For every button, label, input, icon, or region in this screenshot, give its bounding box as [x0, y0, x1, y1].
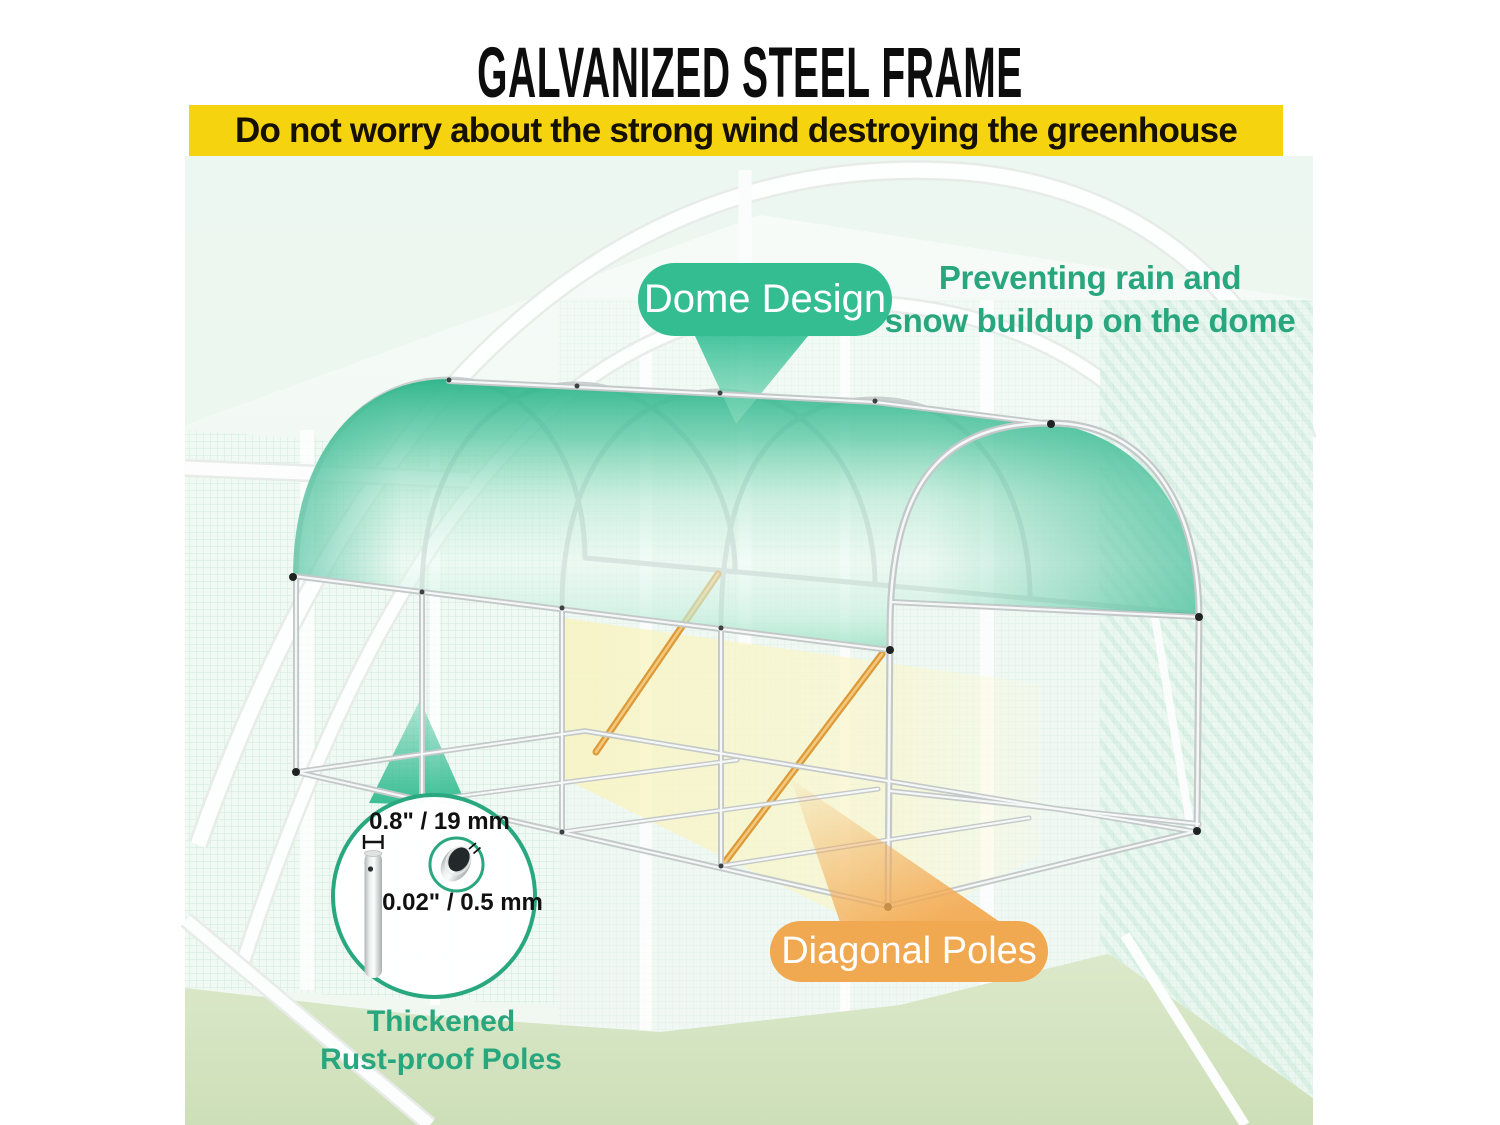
- dome-design-pill: Dome Design: [638, 263, 892, 336]
- thickened-poles-line1: Thickened: [366, 1005, 516, 1038]
- dome-pointer-triangle: [695, 336, 808, 424]
- dome-canopy: [292, 379, 1200, 651]
- wall-thickness-marker: [468, 842, 482, 855]
- page-title: GALVANIZED STEEL FRAME: [477, 34, 1023, 113]
- rain-note-line1: Preventing rain and: [938, 259, 1242, 296]
- pole-wall-thickness-label: 0.02" / 0.5 mm: [382, 889, 543, 916]
- diameter-marker: [362, 835, 384, 849]
- pole-sample: [364, 850, 383, 978]
- diagonal-pointer-fan: [791, 779, 1003, 931]
- diagonal-poles-pill: Diagonal Poles: [770, 921, 1048, 982]
- subtitle-banner: Do not worry about the strong wind destr…: [189, 105, 1283, 156]
- grass-floor: [185, 952, 1313, 1125]
- pole-detail-circle: [331, 793, 537, 999]
- steel-frame-front: [289, 377, 1203, 911]
- rain-note-line2: snow buildup on the dome: [884, 302, 1296, 339]
- thickened-poles-line2: Rust-proof Poles: [320, 1043, 562, 1076]
- rain-snow-note: Preventing rain and snow buildup on the …: [860, 256, 1320, 342]
- thickened-poles-note: Thickened Rust-proof Poles: [291, 1003, 591, 1079]
- tube-cross-section: [428, 836, 485, 893]
- pole-diameter-label: 0.8" / 19 mm: [369, 808, 510, 835]
- diagonal-highlight-panel: [563, 618, 1040, 938]
